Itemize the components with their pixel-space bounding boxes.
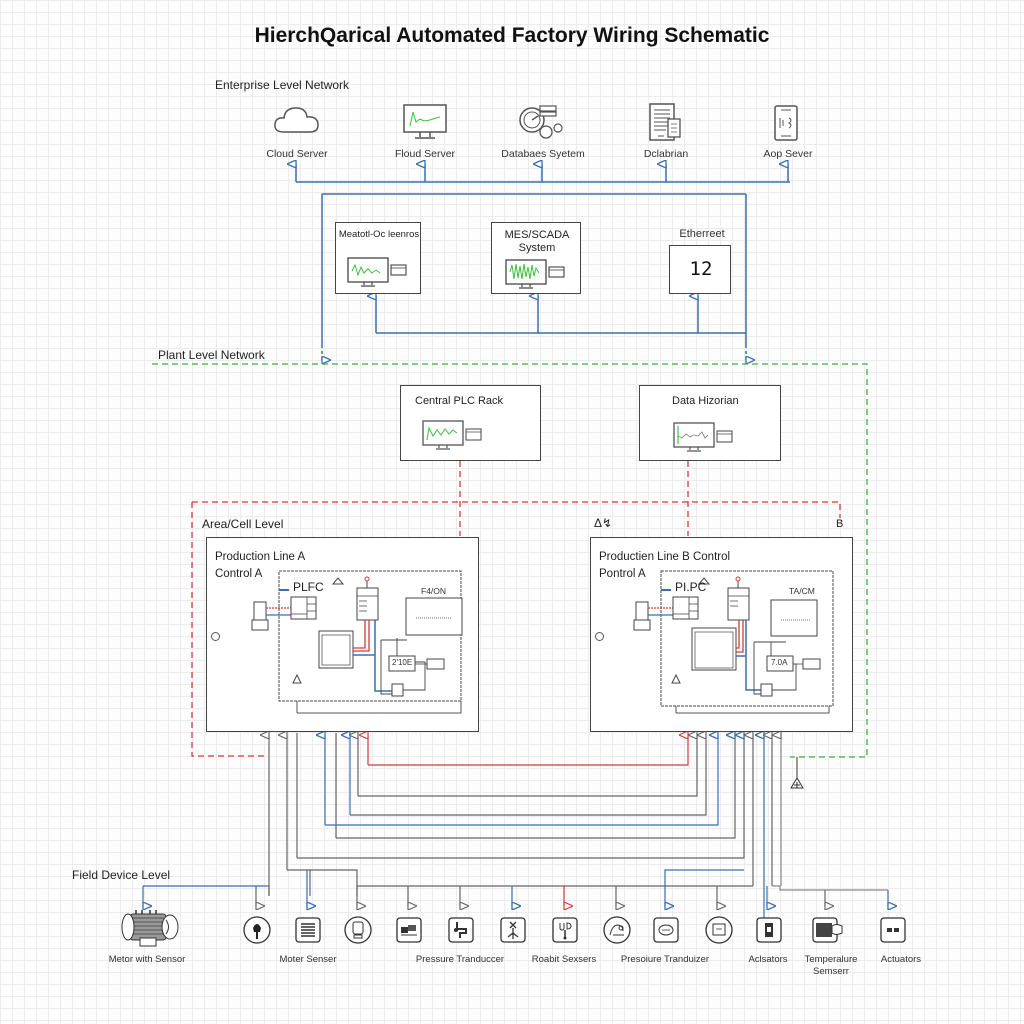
field-device-label: Actuators bbox=[880, 954, 922, 965]
plant-level-label: Plant Level Network bbox=[158, 348, 265, 362]
monitor-waveform-icon bbox=[504, 259, 568, 296]
document-icon bbox=[648, 102, 684, 149]
cell-level-label: Area/Cell Level bbox=[202, 517, 284, 531]
data-historian-box[interactable]: Data Hizorian bbox=[639, 385, 781, 461]
database-gauge-icon bbox=[518, 104, 566, 145]
monitor-waveform-icon bbox=[421, 420, 485, 459]
line-b-control-schematic bbox=[633, 570, 834, 714]
sensor-grid-icon[interactable] bbox=[295, 917, 321, 948]
ground-symbol bbox=[790, 757, 804, 789]
line-a-display-value: 2'10E bbox=[392, 658, 413, 667]
transducer-icon[interactable] bbox=[653, 917, 679, 948]
monitor-waveform-icon bbox=[672, 422, 736, 461]
node-dclabrian[interactable]: Dclabrian bbox=[643, 148, 689, 160]
node-cloud-server[interactable]: Cloud Server bbox=[266, 148, 328, 160]
monitor-waveform-icon bbox=[346, 257, 410, 294]
phone-device-icon[interactable] bbox=[344, 916, 372, 949]
tablet-icon bbox=[772, 104, 800, 147]
status-indicator-icon bbox=[595, 632, 604, 641]
line-a-plc-label: PLFC bbox=[293, 580, 324, 594]
motor-icon[interactable] bbox=[120, 908, 182, 953]
field-device-label: Presoiure Tranduizer bbox=[620, 954, 710, 965]
data-historian-title: Data Hizorian bbox=[672, 395, 739, 407]
module-icon[interactable] bbox=[396, 917, 422, 948]
line-b-title: Productien Line B Control bbox=[599, 551, 731, 563]
line-a-title: Production Line A bbox=[215, 551, 306, 563]
field-device-label: Moter Senser bbox=[279, 954, 337, 965]
plug-icon[interactable] bbox=[243, 916, 271, 949]
enterprise-level-label: Enterprise Level Network bbox=[215, 78, 350, 92]
production-line-b-box[interactable]: Productien Line B Control Pontrol A PI.P… bbox=[590, 537, 853, 732]
round-display-icon[interactable] bbox=[705, 916, 733, 949]
actuator-icon[interactable] bbox=[756, 917, 782, 948]
field-device-label: Pressure Tranduccer bbox=[415, 954, 505, 965]
actuator-dots-icon[interactable] bbox=[880, 917, 906, 948]
central-plc-rack-title: Central PLC Rack bbox=[415, 395, 504, 407]
status-indicator-icon bbox=[211, 632, 220, 641]
mes-scada-title: MES/SCADA System bbox=[504, 229, 570, 254]
diagram-title: HierchQarical Automated Factory Wiring S… bbox=[254, 24, 770, 47]
production-line-a-box[interactable]: Production Line A Control A PLFC F4/ON 2… bbox=[206, 537, 479, 732]
ethernet-label: Etherreet bbox=[679, 228, 725, 240]
pressure-valve-icon[interactable] bbox=[448, 917, 474, 948]
cell-b-marker: B bbox=[836, 518, 844, 530]
monitor-chart-icon bbox=[402, 104, 448, 147]
mes-scada-box[interactable]: MES/SCADA System bbox=[491, 222, 581, 294]
cloud-icon bbox=[272, 104, 322, 141]
central-plc-rack-box[interactable]: Central PLC Rack bbox=[400, 385, 541, 461]
line-a-subtitle: Control A bbox=[215, 568, 263, 580]
line-b-subtitle: Pontrol A bbox=[599, 568, 646, 580]
field-device-label: Roabit Sexsers bbox=[531, 954, 597, 965]
cell-warning-marker: Δ↯ bbox=[594, 516, 613, 530]
field-device-label: Metor with Sensor bbox=[108, 954, 186, 965]
robot-sensor-icon[interactable] bbox=[552, 917, 578, 948]
field-wires bbox=[143, 733, 888, 920]
line-b-plc-label: PI.PC bbox=[675, 580, 707, 594]
ops-left-title: Meatotl-Oc leenros bbox=[338, 229, 420, 240]
ethernet-port-count: 12 bbox=[689, 258, 713, 280]
field-device-label: Temperalure Semserr bbox=[804, 954, 858, 977]
device-drops bbox=[143, 870, 888, 906]
field-device-label: Aclsators bbox=[748, 954, 788, 965]
round-sensor-icon[interactable] bbox=[603, 916, 631, 949]
line-a-panel-label: F4/ON bbox=[421, 586, 447, 596]
temperature-sensor-icon[interactable] bbox=[812, 917, 848, 948]
line-b-display-value: 7.0A bbox=[771, 658, 788, 667]
ethernet-switch-box[interactable]: 12 bbox=[669, 245, 731, 294]
ops-left-box[interactable]: Meatotl-Oc leenros bbox=[335, 222, 421, 294]
node-floud-server[interactable]: Floud Server bbox=[394, 148, 456, 160]
line-a-control-schematic bbox=[251, 570, 463, 714]
node-database-system[interactable]: Databaes Syetem bbox=[501, 148, 585, 160]
node-aop-sever[interactable]: Aop Sever bbox=[763, 148, 813, 160]
field-level-label: Field Device Level bbox=[72, 868, 171, 882]
line-b-panel-label: TA/CM bbox=[789, 586, 815, 596]
robot-arm-icon[interactable] bbox=[500, 917, 526, 948]
